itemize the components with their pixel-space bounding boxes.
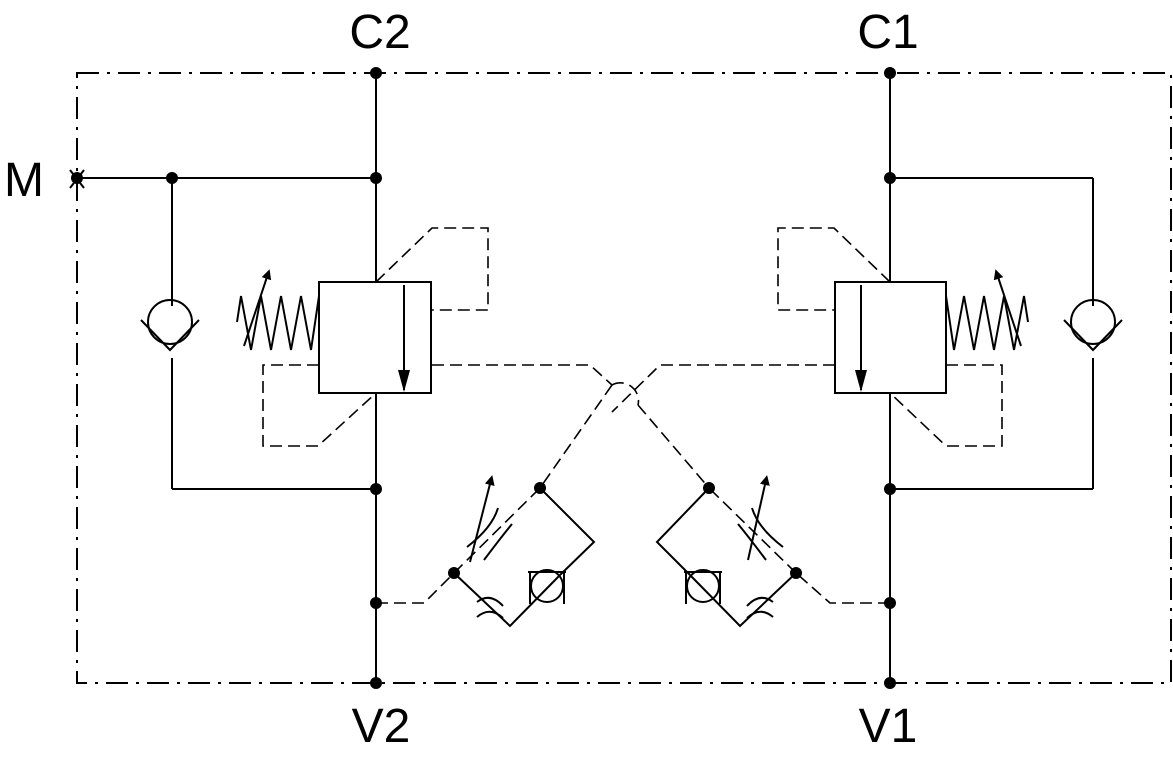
counterbalance-valve-right xyxy=(834,269,1029,394)
check-valve-right xyxy=(1063,299,1123,352)
spring-left xyxy=(236,295,320,351)
orifice-check-left xyxy=(528,569,566,604)
valve-housing-border xyxy=(76,72,1172,684)
left-circuit xyxy=(77,73,613,683)
port-label-c1: C1 xyxy=(857,6,918,59)
pilot-crossover xyxy=(539,382,710,489)
port-label-v2: V2 xyxy=(352,700,411,753)
junction-nodes xyxy=(71,67,896,689)
orifice-check-right xyxy=(684,569,722,604)
port-label-v1: V1 xyxy=(859,700,918,753)
counterbalance-valve-left xyxy=(236,269,432,394)
check-valve-left xyxy=(140,299,200,352)
spring-right xyxy=(945,295,1029,351)
port-label-m: M xyxy=(4,154,44,207)
port-label-c2: C2 xyxy=(349,6,410,59)
right-circuit xyxy=(611,73,1123,683)
